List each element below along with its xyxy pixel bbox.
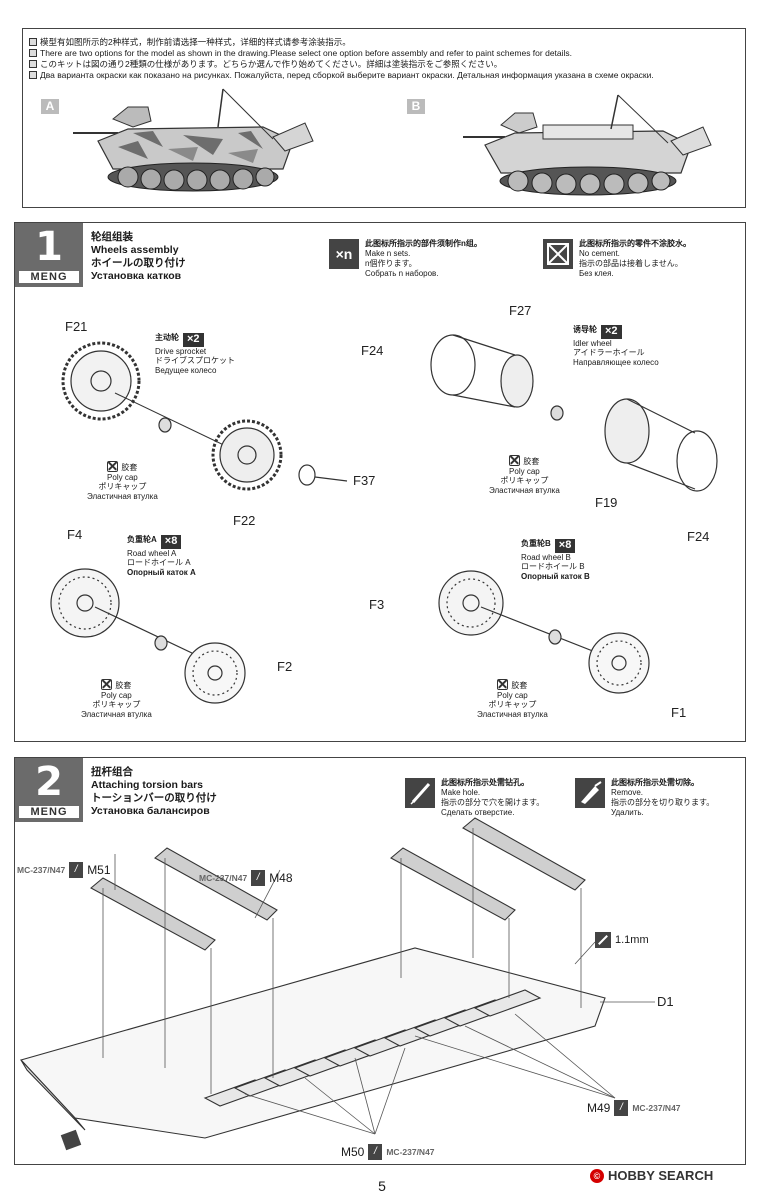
part-label-f27: F27 — [509, 303, 532, 318]
options-panel: 模型有如图所示的2种样式，制作前请选择一种样式，详细的样式请参考涂装指示。 Th… — [22, 28, 746, 208]
tank-option-a-illustration — [73, 88, 314, 192]
road-wheel-b-multiplier-badge: ×8 — [554, 539, 576, 553]
no-cement-icon — [543, 239, 573, 269]
polycap-note-road-wheel-a: 胶套 Poly cap ポリキャップ Эластичная втулка — [81, 679, 152, 719]
note-line-zh: 模型有如图所示的2种样式，制作前请选择一种样式，详细的样式请参考涂装指示。 — [29, 37, 351, 48]
drill-icon — [405, 778, 435, 808]
cement-brush-icon: / — [614, 1100, 629, 1116]
option-a-label: A — [41, 99, 59, 114]
step1-title: 轮组组装 Wheels assembly ホイールの取り付け Установка… — [91, 231, 186, 282]
flag-en-icon — [29, 49, 37, 57]
step2-number: 2 — [35, 759, 63, 805]
part-label-f19: F19 — [595, 495, 618, 510]
flag-ru-icon — [29, 71, 37, 79]
knife-icon — [575, 778, 605, 808]
note-line-ja: このキットは図の通り2種類の仕様があります。どちらか選んで作り始めてください。詳… — [29, 59, 502, 70]
part-label-f2: F2 — [277, 659, 293, 674]
page-number: 5 — [378, 1178, 386, 1194]
part-label-f24-right: F24 — [687, 529, 710, 544]
step2-badge: 2 MENG — [15, 758, 83, 822]
no-cement-icon — [509, 455, 521, 466]
hobby-search-logo-icon: © — [590, 1168, 604, 1183]
hull-torsion-bar-drawing — [19, 817, 655, 1139]
glue-label-m50: M50 / MC-237/N47 — [341, 1144, 435, 1160]
polycap-note-sprocket: 胶套 Poly cap ポリキャップ Эластичная втулка — [87, 461, 158, 501]
part-label-f24-left: F24 — [361, 343, 384, 358]
callout-road-wheel-a: 负重轮A×8 Road wheel A ロードホイール A Опорный ка… — [127, 535, 196, 577]
part-label-f37: F37 — [353, 473, 376, 488]
option-b-label: B — [407, 99, 425, 114]
cement-brush-icon: / — [368, 1144, 383, 1160]
road-wheel-b-drawing — [438, 570, 650, 694]
glue-label-m51: MC-237/N47 / M51 — [17, 862, 111, 878]
road-wheel-a-multiplier-badge: ×8 — [160, 535, 182, 549]
legend-make-hole: 此图标所指示处需钻孔。 Make hole. 指示の部分で穴を開けます。 Сде… — [405, 778, 544, 818]
tank-drawings — [73, 88, 712, 196]
part-label-d1: D1 — [657, 994, 674, 1009]
drive-sprocket-f21-drawing — [61, 341, 141, 421]
polycap-note-idler: 胶套 Poly cap ポリキャップ Эластичная втулка — [489, 455, 560, 495]
part-label-f21: F21 — [65, 319, 88, 334]
drill-size-tag: 1.1mm — [595, 932, 649, 948]
tank-option-b-illustration — [463, 94, 712, 196]
sprocket-multiplier-badge: ×2 — [183, 333, 204, 347]
note-line-en: There are two options for the model as s… — [29, 48, 572, 59]
step1-badge: 1 MENG — [15, 223, 83, 287]
drive-sprocket-f22-drawing — [211, 419, 283, 491]
flag-zh-icon — [29, 38, 37, 46]
part-label-f3: F3 — [369, 597, 385, 612]
legend-remove: 此图标所指示处需切除。 Remove. 指示の部分を切り取ります。 Удалит… — [575, 778, 714, 818]
callout-idler-wheel: 诱导轮×2 Idler wheel アイドラーホイール Направляющее… — [573, 325, 659, 367]
watermark: © HOBBY SEARCH — [590, 1168, 713, 1183]
flag-ja-icon — [29, 60, 37, 68]
note-line-ru: Два варианта окраски как показано на рис… — [29, 70, 654, 81]
part-label-f4: F4 — [67, 527, 83, 542]
glue-label-m49: M49 / MC-237/N47 — [587, 1100, 681, 1116]
torsion-bars-m51-m48 — [90, 817, 586, 951]
step2-title: 扭杆组合 Attaching torsion bars トーションバーの取り付け… — [91, 766, 217, 817]
polycap-note-road-wheel-b: 胶套 Poly cap ポリキャップ Эластичная втулка — [477, 679, 548, 719]
meng-logo: MENG — [19, 271, 79, 283]
callout-road-wheel-b: 负重轮B×8 Road wheel B ロードホイール B Опорный ка… — [521, 539, 590, 581]
no-cement-icon — [101, 679, 113, 690]
callout-drive-sprocket: 主动轮×2 Drive sprocket ドライブスプロケット Ведущее … — [155, 333, 235, 375]
no-cement-icon — [107, 461, 119, 472]
glue-label-m48: MC-237/N47 / M48 — [199, 870, 293, 886]
meng-logo: MENG — [19, 806, 79, 818]
idler-wheel-drawing — [430, 334, 718, 492]
road-wheel-a-drawing — [50, 568, 246, 704]
wheel-assembly-drawings — [50, 334, 718, 704]
part-label-f1: F1 — [671, 705, 687, 720]
step2-panel: 2 MENG 扭杆组合 Attaching torsion bars トーション… — [14, 757, 746, 1165]
part-label-f22: F22 — [233, 513, 256, 528]
legend-make-n-sets: ×n 此图标所指示的部件须制作n组。 Make n sets. n個作ります。 … — [329, 239, 482, 279]
no-cement-icon — [497, 679, 509, 690]
drill-icon — [595, 932, 611, 948]
step1-panel: 1 MENG 轮组组装 Wheels assembly ホイールの取り付け Ус… — [14, 222, 746, 742]
hull-floor-d1 — [19, 947, 606, 1139]
step1-number: 1 — [35, 224, 63, 270]
idler-multiplier-badge: ×2 — [601, 325, 622, 339]
legend-no-cement: 此图标所指示的零件不涂胶水。 No cement. 指示の部品は接着しません。 … — [543, 239, 691, 279]
cement-brush-icon: / — [251, 870, 266, 886]
multiply-n-icon: ×n — [329, 239, 359, 269]
cement-brush-icon: / — [69, 862, 84, 878]
